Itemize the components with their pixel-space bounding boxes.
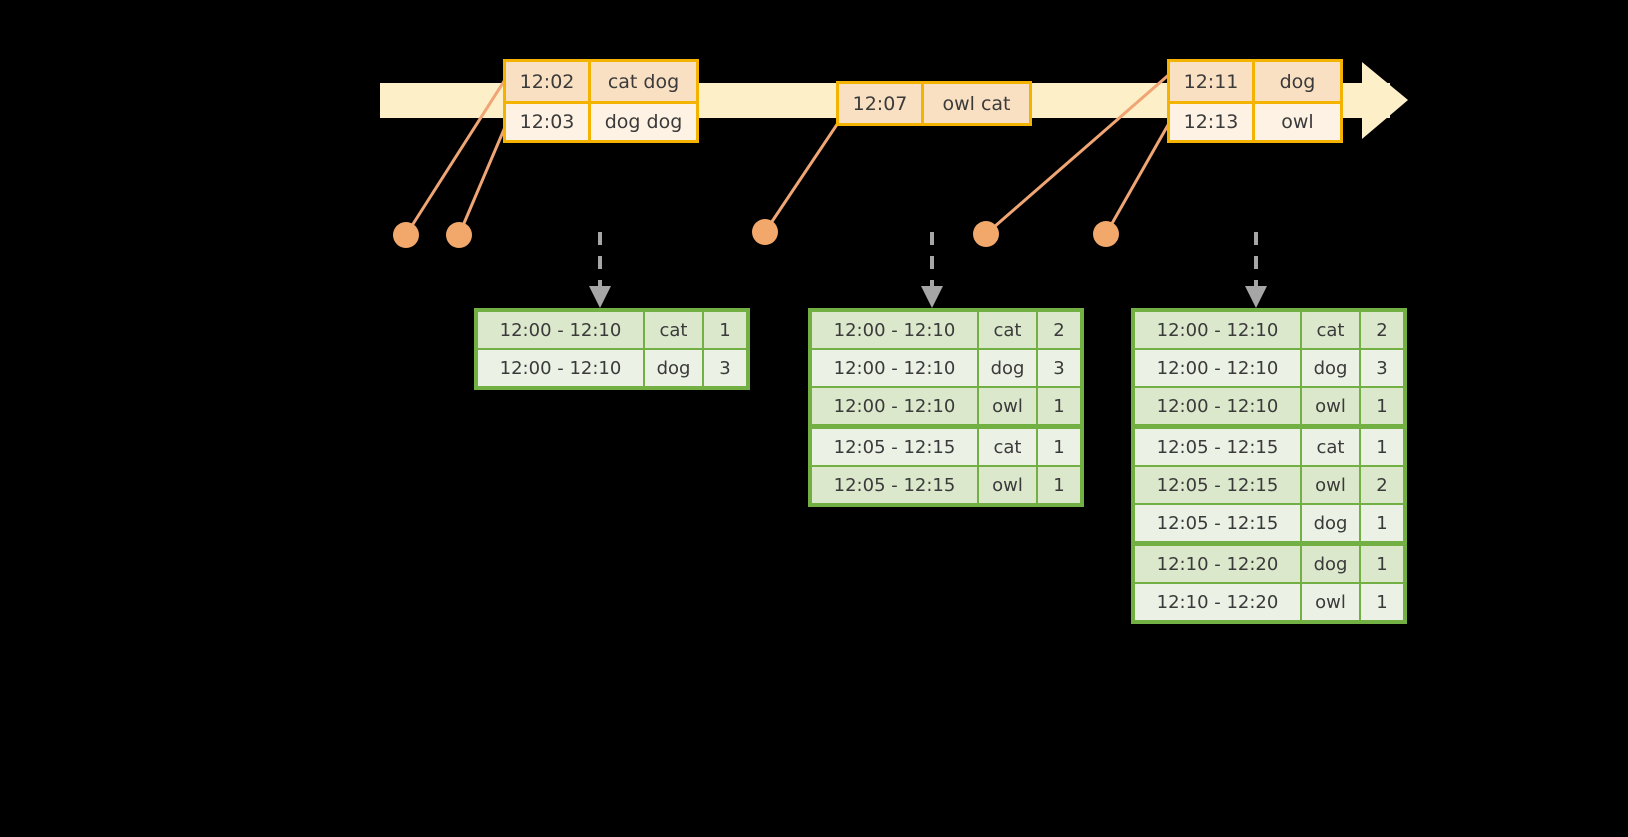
key-cell: cat <box>1302 312 1359 348</box>
count-cell: 2 <box>1361 312 1403 348</box>
connector-lines <box>404 70 1174 237</box>
count-cell: 2 <box>1038 312 1080 348</box>
window-cell: 12:00 - 12:10 <box>1135 388 1300 424</box>
event-time: 12:03 <box>506 104 591 140</box>
key-cell: cat <box>979 429 1036 465</box>
event-payload: owl cat <box>924 84 1029 123</box>
key-cell: owl <box>979 467 1036 503</box>
event-time: 12:07 <box>839 84 924 123</box>
connector-dot-3 <box>752 219 778 245</box>
count-cell: 1 <box>704 312 746 348</box>
key-cell: dog <box>1302 505 1359 541</box>
count-cell: 3 <box>704 350 746 386</box>
event-time: 12:11 <box>1170 62 1255 101</box>
key-cell: dog <box>1302 546 1359 582</box>
connector-dot-1 <box>393 222 419 248</box>
key-cell: cat <box>1302 429 1359 465</box>
connector-dot-4 <box>973 221 999 247</box>
event-row: 12:07 owl cat <box>839 84 1029 123</box>
window-cell: 12:05 - 12:15 <box>812 467 977 503</box>
flow-arrows <box>589 232 1267 308</box>
count-cell: 1 <box>1038 388 1080 424</box>
event-row: 12:03 dog dog <box>506 101 696 140</box>
window-cell: 12:00 - 12:10 <box>478 312 643 348</box>
key-cell: cat <box>979 312 1036 348</box>
event-payload: dog <box>1255 62 1340 101</box>
event-group-3: 12:11 dog 12:13 owl <box>1167 59 1343 143</box>
count-cell: 1 <box>1361 429 1403 465</box>
event-row: 12:02 cat dog <box>506 62 696 101</box>
key-cell: owl <box>1302 584 1359 620</box>
connector-dot-5 <box>1093 221 1119 247</box>
flow-arrow-2 <box>921 232 943 308</box>
key-cell: owl <box>1302 467 1359 503</box>
window-cell: 12:00 - 12:10 <box>812 312 977 348</box>
event-payload: cat dog <box>591 62 696 101</box>
event-row: 12:13 owl <box>1170 101 1340 140</box>
window-cell: 12:10 - 12:20 <box>1135 584 1300 620</box>
event-time: 12:13 <box>1170 104 1255 140</box>
count-cell: 1 <box>1038 467 1080 503</box>
event-payload: owl <box>1255 104 1340 140</box>
count-cell: 1 <box>1038 429 1080 465</box>
key-cell: dog <box>645 350 702 386</box>
key-cell: dog <box>1302 350 1359 386</box>
count-cell: 3 <box>1038 350 1080 386</box>
count-cell: 1 <box>1361 546 1403 582</box>
window-cell: 12:05 - 12:15 <box>1135 467 1300 503</box>
count-cell: 1 <box>1361 584 1403 620</box>
key-cell: cat <box>645 312 702 348</box>
window-cell: 12:00 - 12:10 <box>1135 350 1300 386</box>
window-cell: 12:10 - 12:20 <box>1135 546 1300 582</box>
window-cell: 12:00 - 12:10 <box>812 388 977 424</box>
event-row: 12:11 dog <box>1170 62 1340 101</box>
connector-dots <box>393 219 1119 248</box>
count-cell: 2 <box>1361 467 1403 503</box>
count-cell: 1 <box>1361 505 1403 541</box>
connector-dot-2 <box>446 222 472 248</box>
flow-arrow-1 <box>589 232 611 308</box>
count-cell: 3 <box>1361 350 1403 386</box>
flow-arrow-3 <box>1245 232 1267 308</box>
event-time: 12:02 <box>506 62 591 101</box>
key-cell: owl <box>1302 388 1359 424</box>
window-cell: 12:05 - 12:15 <box>1135 429 1300 465</box>
key-cell: owl <box>979 388 1036 424</box>
event-group-2: 12:07 owl cat <box>836 81 1032 126</box>
key-cell: dog <box>979 350 1036 386</box>
window-cell: 12:00 - 12:10 <box>812 350 977 386</box>
window-cell: 12:05 - 12:15 <box>1135 505 1300 541</box>
window-cell: 12:00 - 12:10 <box>478 350 643 386</box>
event-payload: dog dog <box>591 104 696 140</box>
event-group-1: 12:02 cat dog 12:03 dog dog <box>503 59 699 143</box>
count-cell: 1 <box>1361 388 1403 424</box>
window-cell: 12:05 - 12:15 <box>812 429 977 465</box>
window-cell: 12:00 - 12:10 <box>1135 312 1300 348</box>
